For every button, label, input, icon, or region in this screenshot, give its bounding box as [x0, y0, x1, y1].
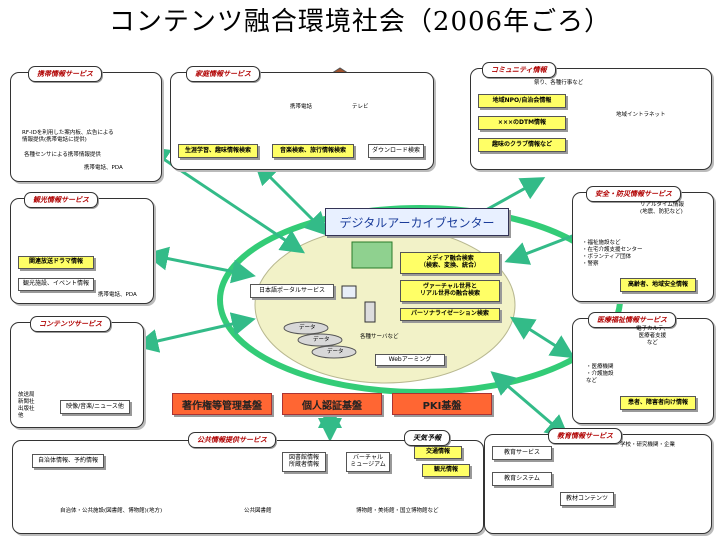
community-top-note: 祭り、各種行事など	[534, 80, 584, 86]
tourism-box-events: 観光施設、イベント情報	[18, 278, 94, 291]
weather-label: 天気予報	[404, 430, 450, 446]
safety-panel-title: 安全・防災情報サービス	[586, 186, 681, 202]
education-box-service: 教育サービス	[492, 446, 552, 460]
community-box-dtm: ×××のDTM情報	[478, 116, 566, 130]
pki-infra: PKI基盤	[392, 393, 492, 415]
medical-box-patient: 患者、障害者向け情報	[620, 396, 696, 410]
community-box-npo: 地域NPO/自治会情報	[478, 94, 566, 108]
public-box-museum: バーチャル ミュージアム	[346, 452, 390, 472]
public-panel-title: 公共情報提供サービス	[188, 432, 276, 448]
data-label-1: データ	[299, 325, 316, 331]
home-box-download: ダウンロード検索	[368, 144, 424, 158]
home-panel-title: 家庭情報サービス	[186, 66, 260, 82]
copyright-infra: 著作権等管理基盤	[172, 393, 272, 415]
tourism-device-label: 携帯電話、PDA	[98, 292, 137, 298]
server-illustration	[364, 301, 376, 323]
safety-facility-list: ・福祉施設など ・在宅介護支援センター ・ボランティア団体 ・警察	[582, 240, 643, 267]
traffic-info-box: 交通情報	[414, 446, 462, 459]
medical-facility-list: ・医療機関 ・介護施設 など	[586, 364, 614, 384]
public-caption-library: 公共図書館	[244, 508, 272, 514]
center-personalize: パーソナライゼーション検索	[400, 308, 500, 321]
mobile-panel-title: 携帯情報サービス	[28, 66, 102, 82]
medical-ehr-note: 電子カルテ、 医療者支援 など	[636, 326, 669, 346]
center-virtual-fusion: ヴァーチャル世界と リアル世界の融合検索	[400, 280, 500, 302]
public-caption-museum: 博物館・美術館・国立博物館など	[356, 508, 439, 514]
archive-building-illustration	[351, 241, 393, 269]
public-box-library: 図書館情報 所蔵者情報	[282, 452, 326, 472]
data-label-2: データ	[313, 337, 330, 343]
personal-auth-infra: 個人認証基盤	[282, 393, 382, 415]
center-japan-portal: 日本語ポータルサービス	[250, 284, 334, 298]
education-panel-title: 教育情報サービス	[548, 428, 622, 444]
mobile-note-sensor: 各種センサによる携帯情報提供	[24, 152, 101, 158]
center-server-label: 各種サーバなど	[360, 334, 399, 340]
center-media-fusion: メディア融合検索 （検索、変換、統合）	[400, 252, 500, 274]
education-top-label: 学校・研究機関・企業	[620, 442, 676, 448]
tourism-box-drama: 関連放送ドラマ情報	[18, 256, 94, 269]
data-label-3: データ	[327, 349, 344, 355]
mobile-device-label: 携帯電話、PDA	[84, 165, 123, 171]
community-intranet-label: 地域イントラネット	[616, 112, 666, 118]
page-title: コンテンツ融合環境社会（2006年ごろ）	[108, 7, 612, 37]
public-caption-municipal: 自治体・公共施設(図書館、博物館)(地方)	[60, 508, 163, 514]
data-disks-illustration	[283, 321, 357, 359]
home-box-music: 音楽検索、旅行情報検索	[272, 144, 354, 158]
community-panel-title: コミュニティ情報	[482, 62, 556, 78]
mobile-panel	[10, 72, 162, 182]
contents-box-media: 映像/音楽/ニュース他	[60, 400, 130, 414]
public-box-municipal: 自治体情報、予約情報	[32, 454, 104, 468]
center-web-aiming: Webアーミング	[375, 354, 445, 366]
community-box-club: 趣味のクラブ情報など	[478, 138, 566, 152]
mobile-note-rfid: RF-IDを利用した案内板、広告による 情報提供(携帯電話に提供)	[22, 130, 114, 143]
home-box-lifelong: 生涯学習、趣味情報検索	[178, 144, 258, 158]
portal-pc-illustration	[341, 285, 357, 299]
safety-realtime-note: リアルタイム情報 (地震、防犯など)	[640, 202, 684, 215]
safety-box-elderly: 高齢者、地域安全情報	[620, 278, 696, 292]
home-device-tv: テレビ	[352, 104, 369, 110]
tourism-panel-title: 観光情報サービス	[24, 192, 98, 208]
education-box-system: 教育システム	[492, 472, 552, 486]
tourism-info-box: 観光情報	[422, 464, 470, 477]
education-box-contents: 教材コンテンツ	[560, 492, 614, 506]
digital-archive-center: デジタルアーカイブセンター	[325, 208, 509, 236]
home-device-phone: 携帯電話	[290, 104, 313, 110]
contents-panel-title: コンテンツサービス	[30, 316, 111, 332]
contents-provider-list: 放送局 新聞社 出版社 他	[18, 392, 35, 419]
medical-panel-title: 医療福祉情報サービス	[588, 312, 676, 328]
